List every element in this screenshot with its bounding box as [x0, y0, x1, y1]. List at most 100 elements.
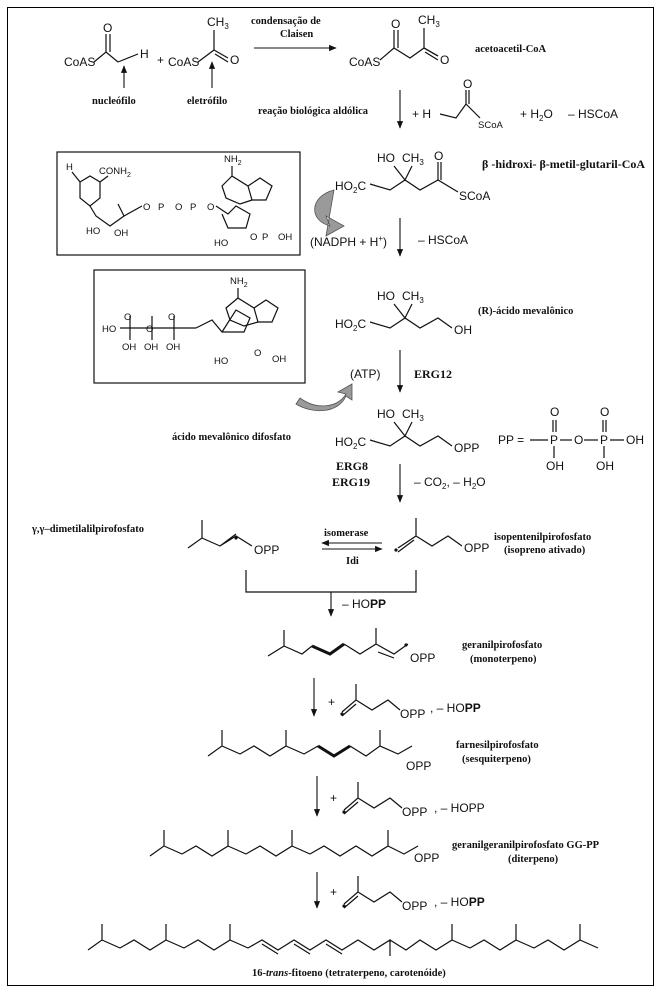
- carbonyl-o: O: [103, 21, 112, 35]
- acetoacetyl-coa-structure: CoAS O CH3 O: [349, 13, 449, 69]
- ipp-label-1: isopentenilpirofosfato: [494, 532, 591, 543]
- svg-text:+: +: [328, 695, 335, 709]
- water-label: + H2O: [520, 107, 553, 123]
- svg-text:HO: HO: [377, 407, 395, 421]
- claisen-label-2: Claisen: [280, 29, 313, 40]
- svg-text:H: H: [66, 162, 73, 173]
- svg-text:O: O: [168, 312, 175, 323]
- acetoacetyl-coa-label: acetoacetil-CoA: [475, 44, 547, 55]
- svg-text:OH: OH: [546, 459, 564, 473]
- svg-text:O: O: [574, 433, 583, 447]
- fpp-structure: OPP: [207, 730, 431, 773]
- svg-text:O: O: [207, 202, 214, 213]
- svg-text:CoAS: CoAS: [349, 55, 380, 69]
- ggpp-label-2: (diterpeno): [508, 854, 559, 865]
- hopp-loss: – HOPP: [342, 597, 386, 611]
- hmg-coa-label: β -hidroxi- β-metil-glutaril-CoA: [482, 157, 645, 171]
- coas-label: CoAS: [64, 55, 95, 69]
- svg-text:OH: OH: [596, 459, 614, 473]
- svg-text:P: P: [190, 202, 196, 213]
- svg-text:OPP: OPP: [464, 541, 489, 555]
- fpp-label-2: (sesquiterpeno): [462, 754, 531, 765]
- ipp-label-2: (isopreno ativado): [504, 545, 586, 556]
- svg-text:OH: OH: [122, 342, 136, 353]
- svg-text:CH3: CH3: [402, 407, 424, 423]
- svg-text:OPP: OPP: [454, 441, 479, 455]
- ipp-structure: OPP: [394, 518, 489, 555]
- svg-text:O: O: [600, 405, 609, 419]
- co2-water-loss: – CO2, – H2O: [414, 475, 486, 491]
- erg12-label: ERG12: [414, 367, 452, 381]
- plus-sign: +: [157, 53, 164, 67]
- claisen-label-1: condensação de: [251, 16, 321, 27]
- svg-text:HO: HO: [86, 226, 100, 237]
- ggpp-label-1: geranilgeranilpirofosfato GG-PP: [452, 840, 600, 851]
- svg-text:HO: HO: [102, 324, 116, 335]
- svg-text:P: P: [262, 232, 268, 243]
- phytoene-label: 16-trans-fitoeno (tetraterpeno, carotenó…: [252, 968, 446, 979]
- hscoa-loss: – HSCoA: [568, 107, 618, 121]
- svg-text:O: O: [143, 202, 150, 213]
- nucleophile-label: nucleófilo: [92, 96, 136, 107]
- atp-curved-arrow: [295, 383, 353, 412]
- ipp-reagent: + OPP: [328, 684, 425, 721]
- diagram-frame: [7, 7, 654, 986]
- svg-text:OH: OH: [166, 342, 180, 353]
- ggpp-structure: OPP: [149, 830, 439, 865]
- svg-text:HO: HO: [214, 238, 228, 249]
- svg-text:SCoA: SCoA: [459, 189, 490, 203]
- gpp-structure: OPP: [267, 628, 435, 665]
- nadph-structure: H CONH2 HO OH O P O P O NH2 HO O P OH: [66, 154, 292, 249]
- hopp-loss: , – HOPP: [434, 801, 485, 815]
- dmapp-structure: OPP: [187, 520, 279, 557]
- svg-text:OPP: OPP: [410, 651, 435, 665]
- svg-text:HO2C: HO2C: [335, 179, 366, 195]
- atp-structure-box: [93, 269, 306, 384]
- erg19-label: ERG19: [332, 475, 370, 489]
- svg-text:CH3: CH3: [402, 151, 424, 167]
- svg-text:OH: OH: [114, 228, 128, 239]
- ipp-reagent: + OPP: [330, 876, 427, 913]
- svg-text:O: O: [440, 53, 449, 67]
- svg-text:O: O: [434, 149, 443, 163]
- hopp-loss: , – HOPP: [434, 895, 485, 909]
- phytoene-structure: [87, 924, 599, 956]
- svg-text:P: P: [158, 202, 164, 213]
- pp-definition: PP = P O OH O P O OH OH: [498, 405, 644, 473]
- svg-text:CH3: CH3: [418, 13, 440, 29]
- hmg-coa-structure: HO CH3 HO2C O SCoA: [335, 149, 490, 203]
- gpp-label-2: (monoterpeno): [470, 654, 537, 665]
- idi-label: Idi: [346, 556, 359, 567]
- svg-text:OPP: OPP: [254, 543, 279, 557]
- hopp-loss: , – HOPP: [430, 701, 481, 715]
- dmapp-label: γ,γ–dimetilalilpirofosfato: [31, 524, 144, 535]
- acetyl-coa-nucleophile: CoAS O H nucleófilo: [64, 21, 149, 107]
- mevalonate-diphosphate-label: ácido mevalônico difosfato: [172, 432, 291, 443]
- svg-text:PP =: PP =: [498, 433, 524, 447]
- svg-text:OH: OH: [272, 354, 286, 365]
- svg-text:P: P: [600, 433, 608, 447]
- erg8-label: ERG8: [336, 459, 368, 473]
- svg-text:OH: OH: [454, 323, 472, 337]
- svg-text:OPP: OPP: [400, 707, 425, 721]
- svg-text:CONH2: CONH2: [99, 166, 131, 179]
- electrophile-label: eletrófilo: [187, 96, 227, 107]
- nadph-curved-arrow: [314, 189, 345, 237]
- acetyl-coa-electrophile: CoAS CH3 O eletrófilo: [168, 15, 239, 107]
- svg-text:NH2: NH2: [230, 276, 248, 289]
- gpp-label-1: geranilpirofosfato: [462, 640, 542, 651]
- aldol-label: reação biológica aldólica: [258, 106, 369, 117]
- svg-text:SCoA: SCoA: [478, 120, 503, 131]
- svg-text:HO2C: HO2C: [335, 435, 366, 451]
- svg-text:O: O: [463, 77, 472, 91]
- nadph-structure-box: [56, 151, 301, 256]
- svg-text:O: O: [550, 405, 559, 419]
- svg-text:NH2: NH2: [224, 154, 242, 167]
- svg-text:O: O: [391, 17, 400, 31]
- fpp-label-1: farnesilpirofosfato: [456, 740, 539, 751]
- coas-label: CoAS: [168, 55, 199, 69]
- atp-structure: NH2 HO O O O OH OH OH HO O OH: [102, 276, 286, 367]
- mevalonic-acid-structure: HO CH3 HO2C OH: [335, 289, 472, 337]
- svg-text:HO: HO: [377, 151, 395, 165]
